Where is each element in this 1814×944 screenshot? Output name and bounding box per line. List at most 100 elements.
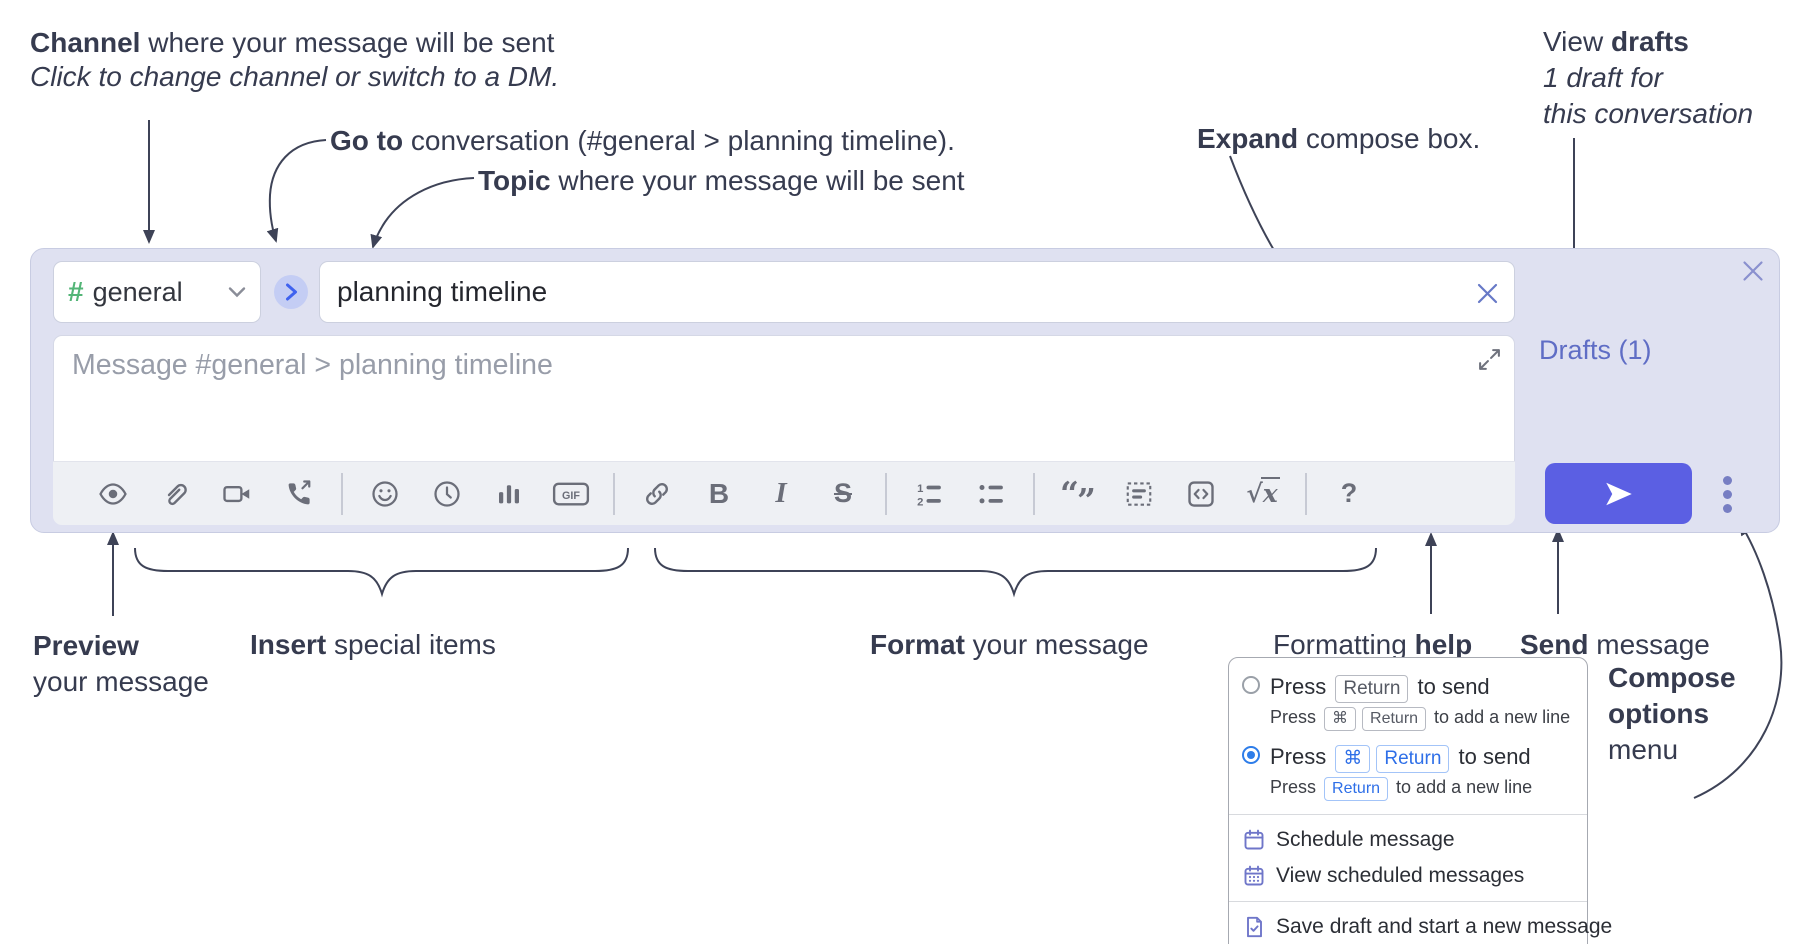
topic-input[interactable]: planning timeline xyxy=(319,261,1515,323)
toolbar-bold-button[interactable]: B xyxy=(699,472,739,516)
draft-save-icon xyxy=(1242,915,1266,939)
toolbar-audio-call-button[interactable] xyxy=(279,472,319,516)
option-main-label: Press ⌘Return to send xyxy=(1270,742,1531,773)
channel-selector-button[interactable]: # general xyxy=(53,261,261,323)
audio-call-icon xyxy=(284,479,314,509)
annotation-insert-bold: Insert xyxy=(250,629,327,660)
toolbar-math-button[interactable]: √x xyxy=(1243,472,1283,516)
svg-text:GIF: GIF xyxy=(562,490,580,502)
key-cap: Return xyxy=(1362,707,1427,731)
annotation-compose-line1: Compose xyxy=(1608,662,1736,693)
menu-item-view-scheduled-messages[interactable]: View scheduled messages xyxy=(1229,858,1587,894)
annotation-view-drafts: View drafts 1 draft for this conversatio… xyxy=(1543,24,1753,132)
annotation-channel-bold: Channel xyxy=(30,27,141,58)
toolbar-help-button[interactable]: ? xyxy=(1329,472,1369,516)
menu-item-schedule-message[interactable]: Schedule message xyxy=(1229,822,1587,858)
video-call-icon xyxy=(221,479,253,509)
annotation-drafts-bold: drafts xyxy=(1610,26,1689,57)
toolbar-time-button[interactable] xyxy=(427,472,467,516)
toolbar-code-button[interactable] xyxy=(1181,472,1221,516)
message-placeholder: Message #general > planning timeline xyxy=(72,349,553,381)
annotation-formatting-help: Formatting help xyxy=(1273,628,1472,662)
send-shortcut-option[interactable]: Press ⌘Return to send xyxy=(1229,737,1587,774)
option-sub-label: Press Return to add a new line xyxy=(1229,774,1587,807)
key-cap: ⌘ xyxy=(1324,707,1357,731)
annotation-topic-bold: Topic xyxy=(478,165,551,196)
svg-text:2: 2 xyxy=(917,496,923,508)
preview-icon xyxy=(98,479,128,509)
close-icon xyxy=(1743,261,1763,281)
ellipsis-dot xyxy=(1722,475,1732,485)
link-icon xyxy=(642,479,672,509)
toolbar-italic-button[interactable]: I xyxy=(761,472,801,516)
annotation-send-bold: Send xyxy=(1520,629,1589,660)
annotation-channel-rest: where your message will be sent xyxy=(140,27,555,58)
send-shortcut-option[interactable]: Press Return to send xyxy=(1229,667,1587,704)
annotation-drafts-line3: this conversation xyxy=(1543,98,1754,129)
svg-text:1: 1 xyxy=(917,482,923,494)
bulleted-list-icon xyxy=(976,479,1006,509)
toolbar-divider xyxy=(341,472,343,515)
channel-hash-icon: # xyxy=(68,276,84,307)
annotation-insert-rest: special items xyxy=(326,629,496,660)
menu-divider xyxy=(1229,814,1587,815)
annotation-format-rest: your message xyxy=(964,629,1149,660)
annotation-preview-bold: Preview xyxy=(33,630,139,661)
bold-icon: B xyxy=(708,477,730,509)
close-compose-button[interactable] xyxy=(1733,251,1773,291)
topic-value: planning timeline xyxy=(337,276,548,307)
compose-options-button[interactable] xyxy=(1707,461,1747,527)
radio-unselected[interactable] xyxy=(1242,676,1260,694)
toolbar-emoji-button[interactable] xyxy=(365,472,405,516)
annotation-preview-line2: your message xyxy=(33,666,209,697)
radio-selected[interactable] xyxy=(1242,746,1260,764)
italic-icon: I xyxy=(775,477,787,509)
poll-icon xyxy=(494,479,524,509)
annotation-channel-line2: Click to change channel or switch to a D… xyxy=(30,61,560,92)
clear-topic-button[interactable] xyxy=(1474,280,1500,306)
annotation-expand: Expand compose box. xyxy=(1197,122,1480,156)
chevron-right-icon xyxy=(285,283,297,301)
attach-icon xyxy=(160,479,190,509)
annotation-preview: Preview your message xyxy=(33,628,209,700)
expand-compose-button[interactable] xyxy=(1474,344,1504,374)
annotation-expand-rest: compose box. xyxy=(1298,123,1481,154)
message-input[interactable]: Message #general > planning timeline xyxy=(53,335,1515,461)
drafts-link[interactable]: Drafts (1) xyxy=(1539,335,1652,365)
send-button[interactable] xyxy=(1545,463,1692,524)
toolbar-strikethrough-button[interactable]: S xyxy=(823,472,863,516)
annotation-channel: Channel where your message will be sent … xyxy=(30,26,559,94)
toolbar-gif-button[interactable]: GIF xyxy=(551,472,591,516)
go-to-conversation-button[interactable] xyxy=(274,275,308,309)
annotation-goto-rest: conversation (#general > planning timeli… xyxy=(403,125,955,156)
toolbar-attach-button[interactable] xyxy=(155,472,195,516)
annotation-goto-bold: Go to xyxy=(330,125,404,156)
send-icon xyxy=(1605,482,1632,505)
math-icon: √x xyxy=(1246,477,1280,508)
toolbar-bulleted-list-button[interactable] xyxy=(971,472,1011,516)
toolbar-preview-button[interactable] xyxy=(93,472,133,516)
code-icon xyxy=(1186,479,1216,509)
compose-box: # general planning timeline Me xyxy=(30,248,1780,533)
option-sub-label: Press ⌘Return to add a new line xyxy=(1229,704,1587,737)
calendar-grid-icon xyxy=(1242,864,1266,888)
key-cap: Return xyxy=(1324,777,1389,801)
annotation-fmthelp-bold: help xyxy=(1414,629,1473,660)
toolbar-video-call-button[interactable] xyxy=(217,472,257,516)
toolbar-poll-button[interactable] xyxy=(489,472,529,516)
spoiler-icon xyxy=(1124,479,1154,509)
toolbar-link-button[interactable] xyxy=(637,472,677,516)
key-cap: Return xyxy=(1335,675,1409,703)
annotation-format: Format your message xyxy=(870,628,1149,662)
emoji-icon xyxy=(370,479,400,509)
toolbar-divider xyxy=(885,472,887,515)
toolbar-quote-button[interactable]: “” xyxy=(1057,472,1097,520)
menu-item-save-draft-and-start-a-new-message[interactable]: Save draft and start a new message xyxy=(1229,909,1612,944)
toolbar-spoiler-button[interactable] xyxy=(1119,472,1159,516)
